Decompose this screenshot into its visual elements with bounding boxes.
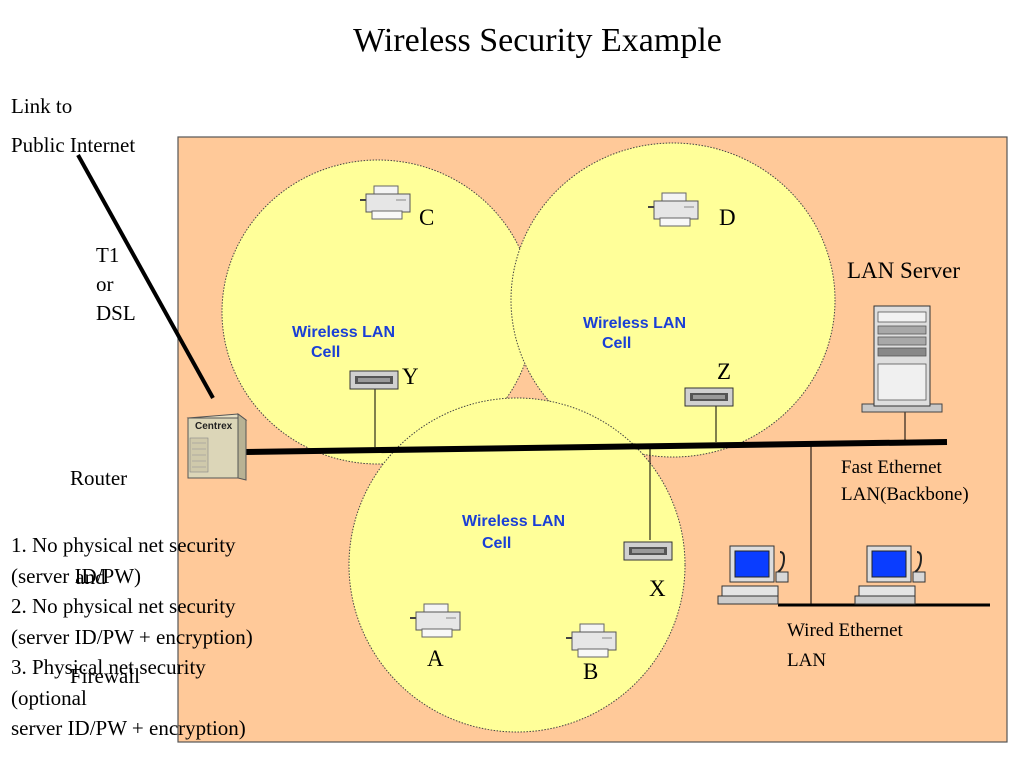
internet-link-line-1: Link to xyxy=(11,94,73,118)
note-line: server ID/PW + encryption) xyxy=(11,716,246,740)
lan-server-icon xyxy=(861,305,943,413)
node-label-d: D xyxy=(719,205,736,230)
security-notes: 1. No physical net security (server ID/P… xyxy=(11,530,253,744)
ap-label-y: Y xyxy=(402,364,419,389)
wired-lan-label: Wired Ethernet LAN xyxy=(787,620,903,671)
note-line: (server ID/PW + encryption) xyxy=(11,624,253,649)
router-firewall-icon xyxy=(186,413,248,481)
ap-label-x: X xyxy=(649,576,666,601)
page-title: Wireless Security Example xyxy=(353,22,722,59)
t1-dsl-label: T1 or DSL xyxy=(96,243,136,325)
access-point-icon-y xyxy=(349,370,399,390)
internet-link-label: Link to Public Internet xyxy=(11,87,135,165)
note-line: 1. No physical net security xyxy=(11,533,236,557)
note-line: 2. No physical net security xyxy=(11,594,236,618)
node-label-a: A xyxy=(427,646,444,671)
access-point-icon-x xyxy=(623,541,673,561)
note-line: 3. Physical net security xyxy=(11,655,206,679)
access-point-icon-z xyxy=(684,387,734,407)
router-brand-label: Centrex xyxy=(195,421,233,432)
node-label-b: B xyxy=(583,659,599,684)
internet-link-line-2: Public Internet xyxy=(11,133,136,157)
cell-z-label: Wireless LAN Cell xyxy=(583,315,686,352)
note-line: (optional xyxy=(11,685,87,710)
note-line: (server ID/PW) xyxy=(11,563,142,588)
internet-link-line xyxy=(76,154,215,399)
router-firewall-label: Router and Firewall xyxy=(70,466,140,688)
wireless-cell-z xyxy=(510,142,836,458)
cell-x-label: Wireless LAN Cell xyxy=(462,513,565,552)
backbone-label: Fast Ethernet LAN(Backbone) xyxy=(841,457,969,505)
lan-server-label: LAN Server xyxy=(847,258,961,283)
node-label-c: C xyxy=(419,205,435,230)
ap-label-z: Z xyxy=(717,359,732,384)
backbone-line xyxy=(244,439,948,455)
cell-y-label: Wireless LAN Cell xyxy=(292,324,395,361)
